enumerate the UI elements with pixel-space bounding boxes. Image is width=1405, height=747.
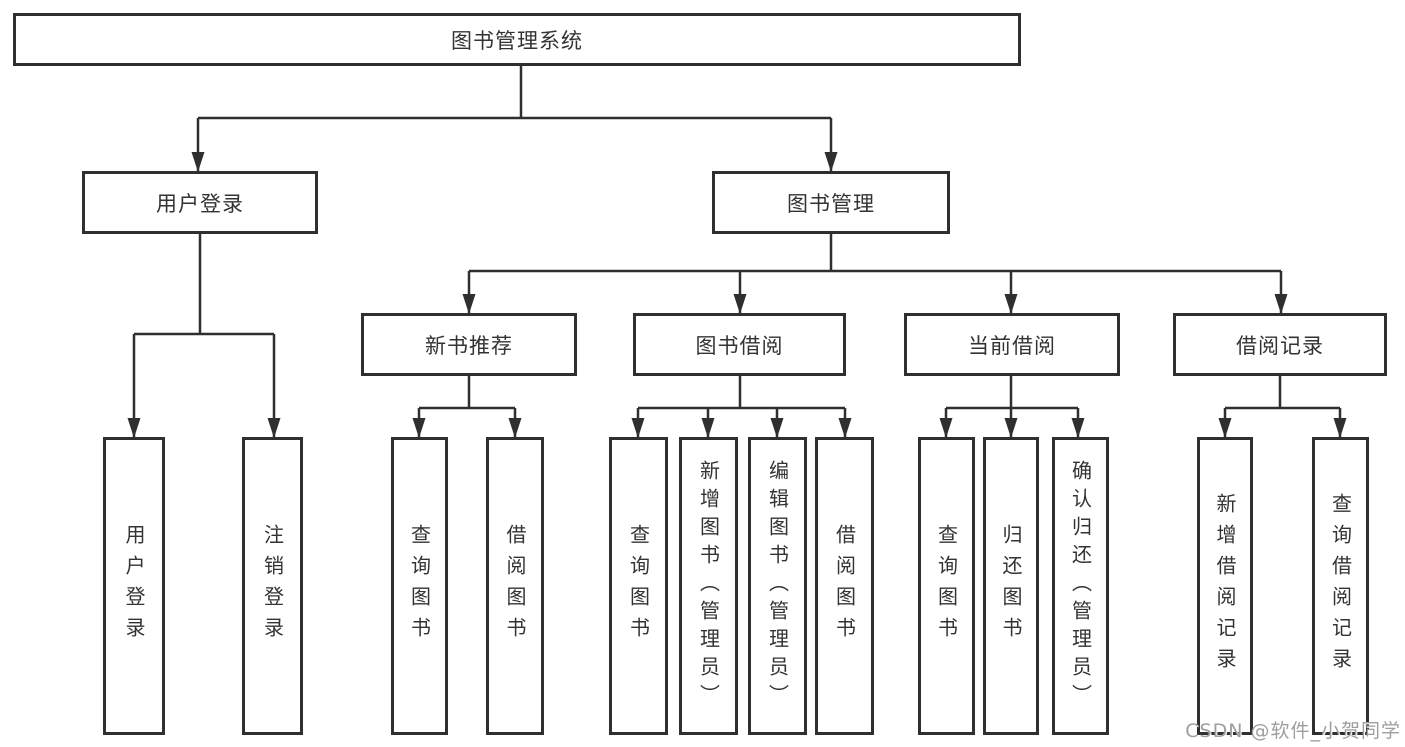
node-new-book: 新书推荐 xyxy=(361,313,577,376)
wire-borrow-record-trunk xyxy=(1225,376,1340,410)
node-borrow-record: 借阅记录 xyxy=(1173,313,1387,376)
node-book-borrow: 图书借阅 xyxy=(633,313,846,376)
node-new-book-label: 新书推荐 xyxy=(425,333,513,358)
leaf-nb-borrow-books: 借阅图书 xyxy=(486,437,544,735)
leaf-br-query-record: 查询借阅记录 xyxy=(1312,437,1369,735)
node-user-login: 用户登录 xyxy=(82,171,318,234)
wire-current-borrow-trunk xyxy=(946,376,1078,410)
leaf-cb-query-books: 查询图书 xyxy=(918,437,975,735)
node-book-mgmt-label: 图书管理 xyxy=(787,191,875,216)
leaf-nb-borrow-books-label: 借阅图书 xyxy=(503,524,527,648)
wire-new-book-trunk xyxy=(419,376,515,410)
leaf-logout: 注销登录 xyxy=(242,437,303,735)
leaf-br-add-record: 新增借阅记录 xyxy=(1197,437,1253,735)
leaf-cb-return-books-label: 归还图书 xyxy=(999,524,1023,648)
wire-root-trunk xyxy=(198,66,831,120)
leaf-cb-confirm-return-admin: 确认归还（管理员） xyxy=(1052,437,1109,735)
leaf-bb-edit-books-admin: 编辑图书（管理员） xyxy=(748,437,807,735)
leaf-bb-query-books-label: 查询图书 xyxy=(626,524,651,648)
leaf-user-login-label: 用户登录 xyxy=(122,524,146,648)
wire-book-borrow-trunk xyxy=(638,376,845,410)
leaf-cb-query-books-label: 查询图书 xyxy=(934,524,959,648)
leaf-cb-confirm-return-admin-label: 确认归还（管理员） xyxy=(1068,460,1093,712)
node-root: 图书管理系统 xyxy=(13,13,1021,66)
leaf-cb-return-books: 归还图书 xyxy=(983,437,1039,735)
leaf-bb-query-books: 查询图书 xyxy=(609,437,668,735)
node-root-label: 图书管理系统 xyxy=(451,28,583,53)
leaf-bb-borrow-books: 借阅图书 xyxy=(815,437,874,735)
leaf-nb-query-books-label: 查询图书 xyxy=(407,524,432,648)
leaf-logout-label: 注销登录 xyxy=(260,524,285,648)
leaf-bb-borrow-books-label: 借阅图书 xyxy=(832,524,857,648)
node-user-login-label: 用户登录 xyxy=(156,191,244,216)
leaf-bb-add-books-admin-label: 新增图书（管理员） xyxy=(696,460,721,712)
csdn-watermark: CSDN @软件_小贺同学 xyxy=(1185,720,1401,742)
wire-book-mgmt-trunk xyxy=(469,234,1281,273)
node-current-borrow: 当前借阅 xyxy=(904,313,1120,376)
leaf-nb-query-books: 查询图书 xyxy=(391,437,448,735)
wire-user-login-trunk xyxy=(134,234,274,336)
leaf-bb-add-books-admin: 新增图书（管理员） xyxy=(679,437,738,735)
leaf-br-query-record-label: 查询借阅记录 xyxy=(1328,493,1353,679)
node-book-borrow-label: 图书借阅 xyxy=(695,333,784,358)
node-borrow-record-label: 借阅记录 xyxy=(1236,333,1324,358)
node-current-borrow-label: 当前借阅 xyxy=(968,333,1056,358)
leaf-br-add-record-label: 新增借阅记录 xyxy=(1213,493,1237,679)
leaf-bb-edit-books-admin-label: 编辑图书（管理员） xyxy=(765,460,790,712)
node-book-mgmt: 图书管理 xyxy=(712,171,950,234)
leaf-user-login: 用户登录 xyxy=(103,437,165,735)
